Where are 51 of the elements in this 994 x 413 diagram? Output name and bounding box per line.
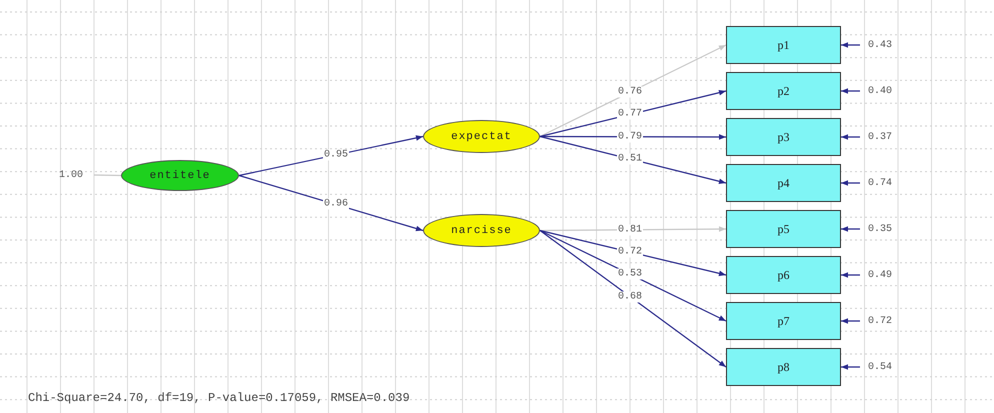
variable-name: p4 <box>778 176 790 190</box>
variable-name: p5 <box>778 222 790 236</box>
value-label: 0.37 <box>862 129 898 145</box>
value-label: 0.49 <box>862 267 898 283</box>
variable-name: p8 <box>778 360 790 374</box>
edge-label: 0.81 <box>617 224 643 236</box>
value-label: 0.72 <box>862 313 898 329</box>
arrow <box>841 180 860 186</box>
variable-name: entitele <box>150 170 210 182</box>
arrow <box>841 88 860 94</box>
value-label: 1.00 <box>50 167 92 183</box>
edge-label: 0.68 <box>617 291 643 302</box>
observed-variable-box <box>726 118 841 156</box>
edge-label: 0.72 <box>617 246 643 258</box>
value-label: 0.54 <box>862 359 898 375</box>
value-label: 0.35 <box>862 221 898 237</box>
fit-statistics-caption: Chi-Square=24.70, df=19, P-value=0.17059, RMSEA=0.039 <box>28 391 410 405</box>
arrow <box>841 318 860 324</box>
variable-name: p1 <box>778 38 790 52</box>
observed-variable-box <box>726 72 841 110</box>
variable-name: expectat <box>451 130 512 142</box>
value-label: 0.40 <box>862 83 898 99</box>
arrow <box>540 44 726 138</box>
observed-variable-box <box>726 164 841 202</box>
edge-label: 0.95 <box>323 149 349 160</box>
variable-name: p7 <box>778 314 790 328</box>
value-label: 0.43 <box>862 37 898 53</box>
observed-variable-box <box>726 26 841 64</box>
variable-name: p2 <box>778 84 790 98</box>
edge-label: 0.77 <box>617 108 643 120</box>
edge-label: 0.79 <box>617 131 643 142</box>
connector-line <box>94 174 122 176</box>
variable-name: p3 <box>778 130 790 144</box>
arrow <box>841 226 860 232</box>
observed-variable-box <box>726 210 841 248</box>
edge-label: 0.76 <box>617 86 643 98</box>
edge-label: 0.51 <box>617 154 643 164</box>
variable-name: narcisse <box>451 224 512 236</box>
arrow <box>540 230 726 322</box>
arrow <box>841 272 860 278</box>
arrow <box>841 364 860 370</box>
edge-label: 0.96 <box>323 198 349 210</box>
arrow <box>841 134 860 140</box>
arrow <box>841 42 860 48</box>
observed-variable-box <box>726 302 841 340</box>
arrow <box>540 230 726 368</box>
observed-variable-box <box>726 348 841 386</box>
value-label: 0.74 <box>862 175 898 191</box>
edge-label: 0.53 <box>617 268 643 280</box>
variable-name: p6 <box>778 268 790 282</box>
observed-variable-box <box>726 256 841 294</box>
